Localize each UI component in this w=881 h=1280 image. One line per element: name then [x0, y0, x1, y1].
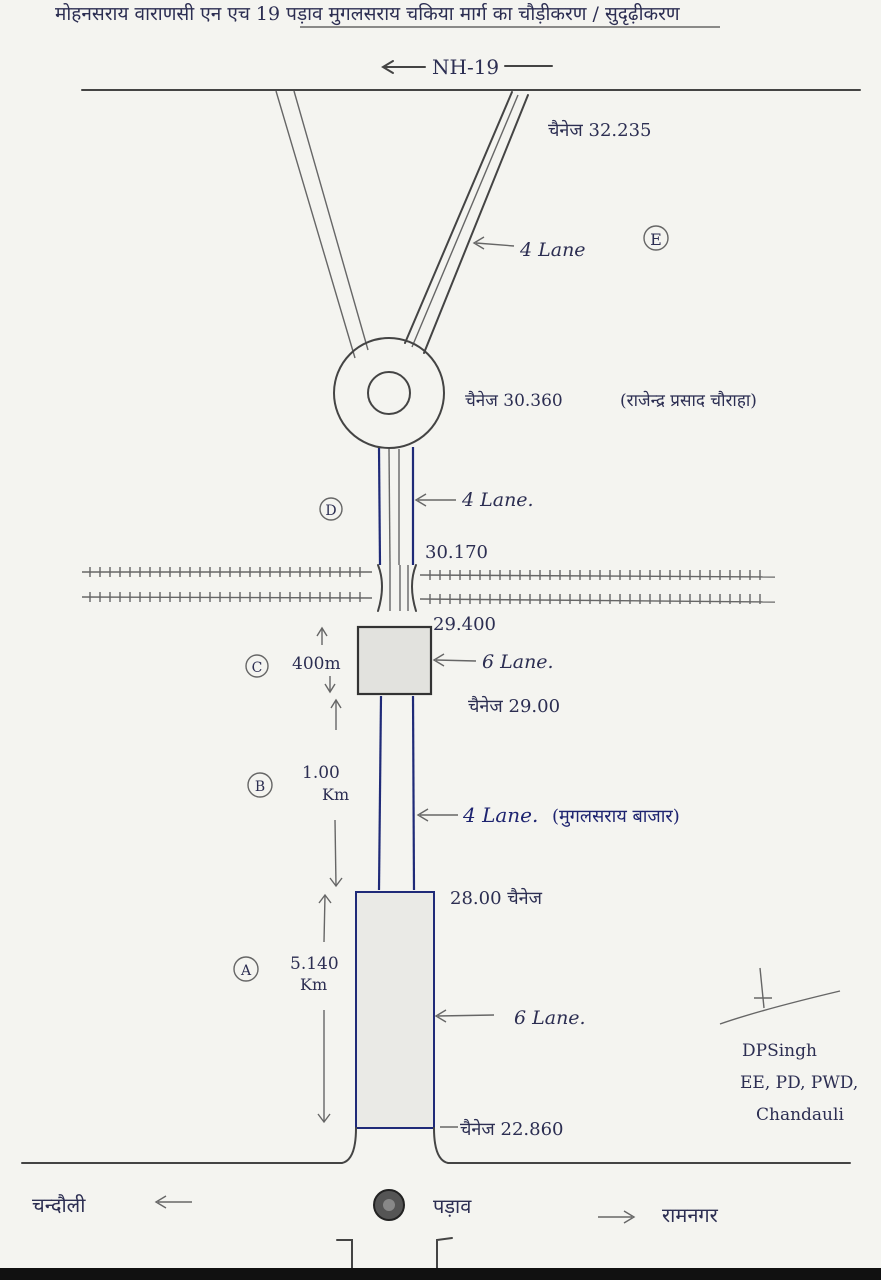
roundabout	[333, 337, 445, 449]
arrow-left-icon	[434, 1009, 447, 1023]
chainage-a-bottom-group: चैनेज 22.860	[440, 1118, 563, 1140]
arrow-up-icon	[330, 698, 342, 709]
marker-c: C	[245, 654, 269, 678]
length-a-unit: Km	[300, 975, 327, 994]
bottom-center-label: पड़ाव	[433, 1194, 472, 1218]
bottom-left-label: चन्दौली	[32, 1193, 86, 1217]
chainage-a-top: 28.00 चैनेज	[450, 887, 543, 909]
chainage-e: चैनेज 32.235	[548, 119, 651, 141]
lane-label-d: 4 Lane.	[461, 489, 534, 511]
arrow-left-icon	[381, 60, 394, 74]
road-section-d	[377, 447, 415, 566]
arrow-left-icon	[414, 493, 427, 507]
signature-name: DPSingh	[742, 1041, 817, 1061]
lane-label-a-group: 6 Lane.	[434, 1007, 586, 1029]
lane-label-b-group: 4 Lane. (मुगलसराय बाजार)	[416, 803, 680, 827]
marker-d-label: D	[325, 503, 336, 519]
lane-label-b: 4 Lane.	[462, 803, 538, 827]
rail-chainage-upper: 30.170	[425, 542, 488, 563]
arrow-right-icon	[623, 1210, 636, 1224]
nh19-label-group: NH-19	[381, 55, 553, 79]
lane-label-d-group: 4 Lane.	[414, 489, 534, 511]
road-a-flare-left	[21, 1127, 357, 1164]
marker-b: B	[247, 772, 273, 798]
arrow-down-icon	[329, 877, 343, 888]
road-section-a	[355, 891, 435, 1129]
arrow-left-icon	[432, 653, 445, 667]
length-c: 400m	[292, 654, 341, 674]
place-b: (मुगलसराय बाजार)	[552, 806, 680, 827]
bottom-right-label: रामनगर	[662, 1203, 719, 1227]
chainage-a-bottom: चैनेज 22.860	[460, 1118, 563, 1140]
chainage-c: चैनेज 29.00	[468, 695, 560, 717]
arrow-left-icon	[154, 1195, 167, 1209]
signature-block: DPSingh EE, PD, PWD, Chandauli	[719, 967, 858, 1125]
road-a-flare-right	[433, 1127, 851, 1164]
road-section-c	[356, 625, 433, 696]
nh19-label: NH-19	[432, 55, 499, 79]
arrow-down-icon	[317, 1113, 331, 1124]
signature-location: Chandauli	[756, 1105, 844, 1125]
arrow-down-icon	[324, 683, 336, 694]
marker-a-label: A	[240, 963, 252, 979]
length-b-group: 1.00 Km	[302, 698, 349, 888]
rail-overbridge	[377, 564, 417, 612]
rail-chainage-lower: 29.400	[433, 614, 496, 635]
length-b-unit: Km	[322, 785, 349, 804]
road-section-b	[377, 695, 416, 891]
bottom-right-arrow	[598, 1210, 636, 1224]
length-a-value: 5.140	[290, 954, 339, 974]
bottom-junction	[336, 1189, 453, 1269]
lane-label-c: 6 Lane.	[482, 651, 554, 673]
arrow-up-icon	[316, 626, 328, 637]
marker-b-label: B	[255, 779, 265, 795]
signature-designation: EE, PD, PWD,	[740, 1073, 858, 1093]
y-branch-right	[404, 91, 529, 354]
lane-label-a: 6 Lane.	[514, 1007, 586, 1029]
roundabout-chainage: चैनेज 30.360	[465, 390, 563, 411]
lane-label-c-group: 6 Lane.	[432, 651, 554, 673]
railway-track-upper	[82, 567, 776, 580]
lane-label-e: 4 Lane	[519, 239, 586, 261]
length-c-group: 400m	[292, 626, 341, 694]
marker-d: D	[319, 497, 343, 521]
marker-e-label: E	[650, 230, 662, 249]
roundabout-place: (राजेन्द्र प्रसाद चौराहा)	[620, 390, 757, 411]
railway-track-lower	[81, 592, 776, 604]
photo-edge-bar	[0, 1268, 881, 1280]
y-branch-left	[275, 90, 369, 359]
arrow-left-icon	[416, 808, 429, 822]
length-a-group: 5.140 Km	[290, 893, 339, 1124]
marker-c-label: C	[252, 660, 263, 676]
marker-e: E	[643, 225, 669, 251]
arrow-left-icon	[472, 236, 485, 250]
arrow-up-icon	[318, 893, 332, 904]
length-b-value: 1.00	[302, 763, 340, 783]
marker-a: A	[233, 956, 259, 982]
bottom-left-arrow	[154, 1195, 192, 1209]
header-title: मोहनसराय वाराणसी एन एच 19 पड़ाव मुगलसराय…	[55, 2, 680, 26]
lane-label-e-group: 4 Lane	[472, 236, 586, 261]
